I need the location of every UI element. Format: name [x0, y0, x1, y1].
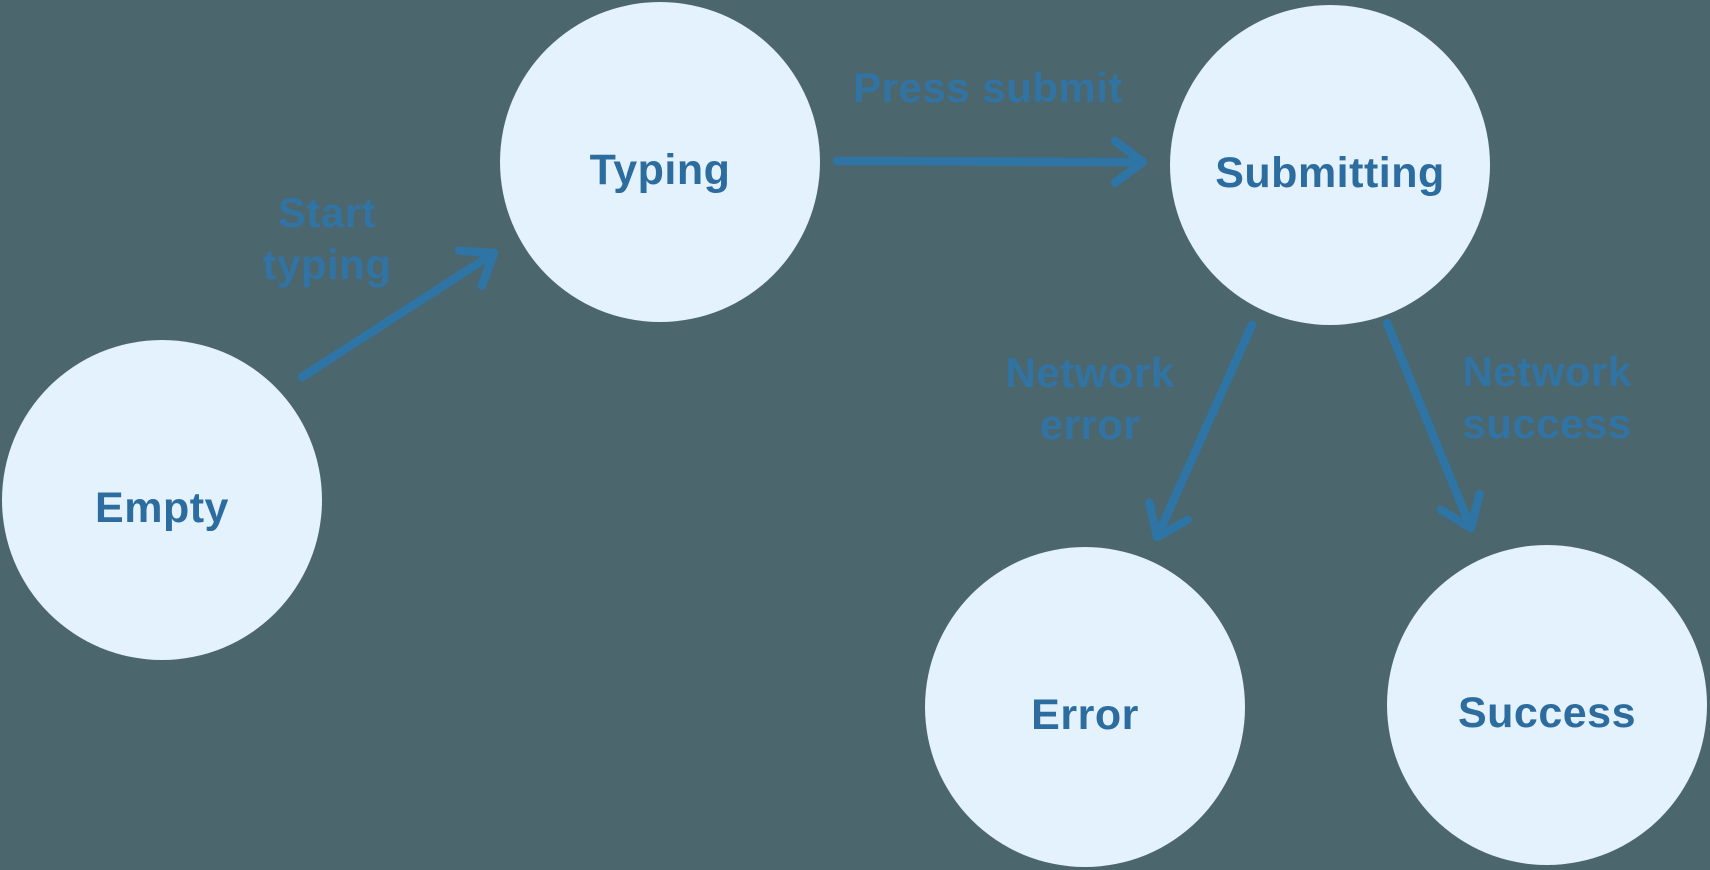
transition-label: Press submit [853, 64, 1123, 111]
state-circle [925, 547, 1245, 867]
transition-label-line: error [1040, 401, 1141, 448]
transition-arrow-shaft [832, 156, 1148, 167]
state-node-typing: Typing [500, 2, 820, 322]
transition-label-line: success [1462, 400, 1631, 447]
state-node-empty: Empty [2, 340, 322, 660]
transition-arrowhead-icon [1436, 489, 1484, 533]
state-circle [2, 340, 322, 660]
transition-label: Start typing [263, 189, 392, 288]
transition-network-success: Network success [1382, 318, 1631, 533]
transition-label: Network error [1005, 349, 1174, 448]
state-node-success: Success [1387, 545, 1707, 865]
transition-arrowhead-icon [1145, 498, 1192, 542]
state-label: Empty [95, 484, 229, 532]
transition-arrowhead-icon [1110, 136, 1148, 188]
transition-label-line: Network [1462, 348, 1631, 395]
transition-network-error: Network error [1005, 320, 1257, 542]
transition-label-line: Press submit [853, 64, 1123, 111]
transition-label-line: Network [1005, 349, 1174, 396]
transition-arrow-shaft [297, 248, 499, 382]
transition-arrow-shaft [1382, 318, 1476, 533]
state-circle [1387, 545, 1707, 865]
state-label: Success [1458, 689, 1636, 737]
transition-label: Network success [1462, 348, 1631, 447]
transition-label-line: typing [263, 241, 392, 288]
state-circle [1170, 5, 1490, 325]
transition-start-typing: Start typing [263, 189, 499, 382]
transition-arrowhead-icon [454, 246, 499, 291]
state-node-submitting: Submitting [1170, 5, 1490, 325]
state-label: Typing [590, 146, 731, 194]
state-circle [500, 2, 820, 322]
transition-label-line: Start [278, 189, 376, 236]
state-label: Submitting [1215, 149, 1445, 197]
transition-arrow-shaft [1152, 320, 1257, 542]
state-label: Error [1031, 691, 1139, 739]
transition-press-submit: Press submit [832, 64, 1148, 188]
state-node-error: Error [925, 547, 1245, 867]
